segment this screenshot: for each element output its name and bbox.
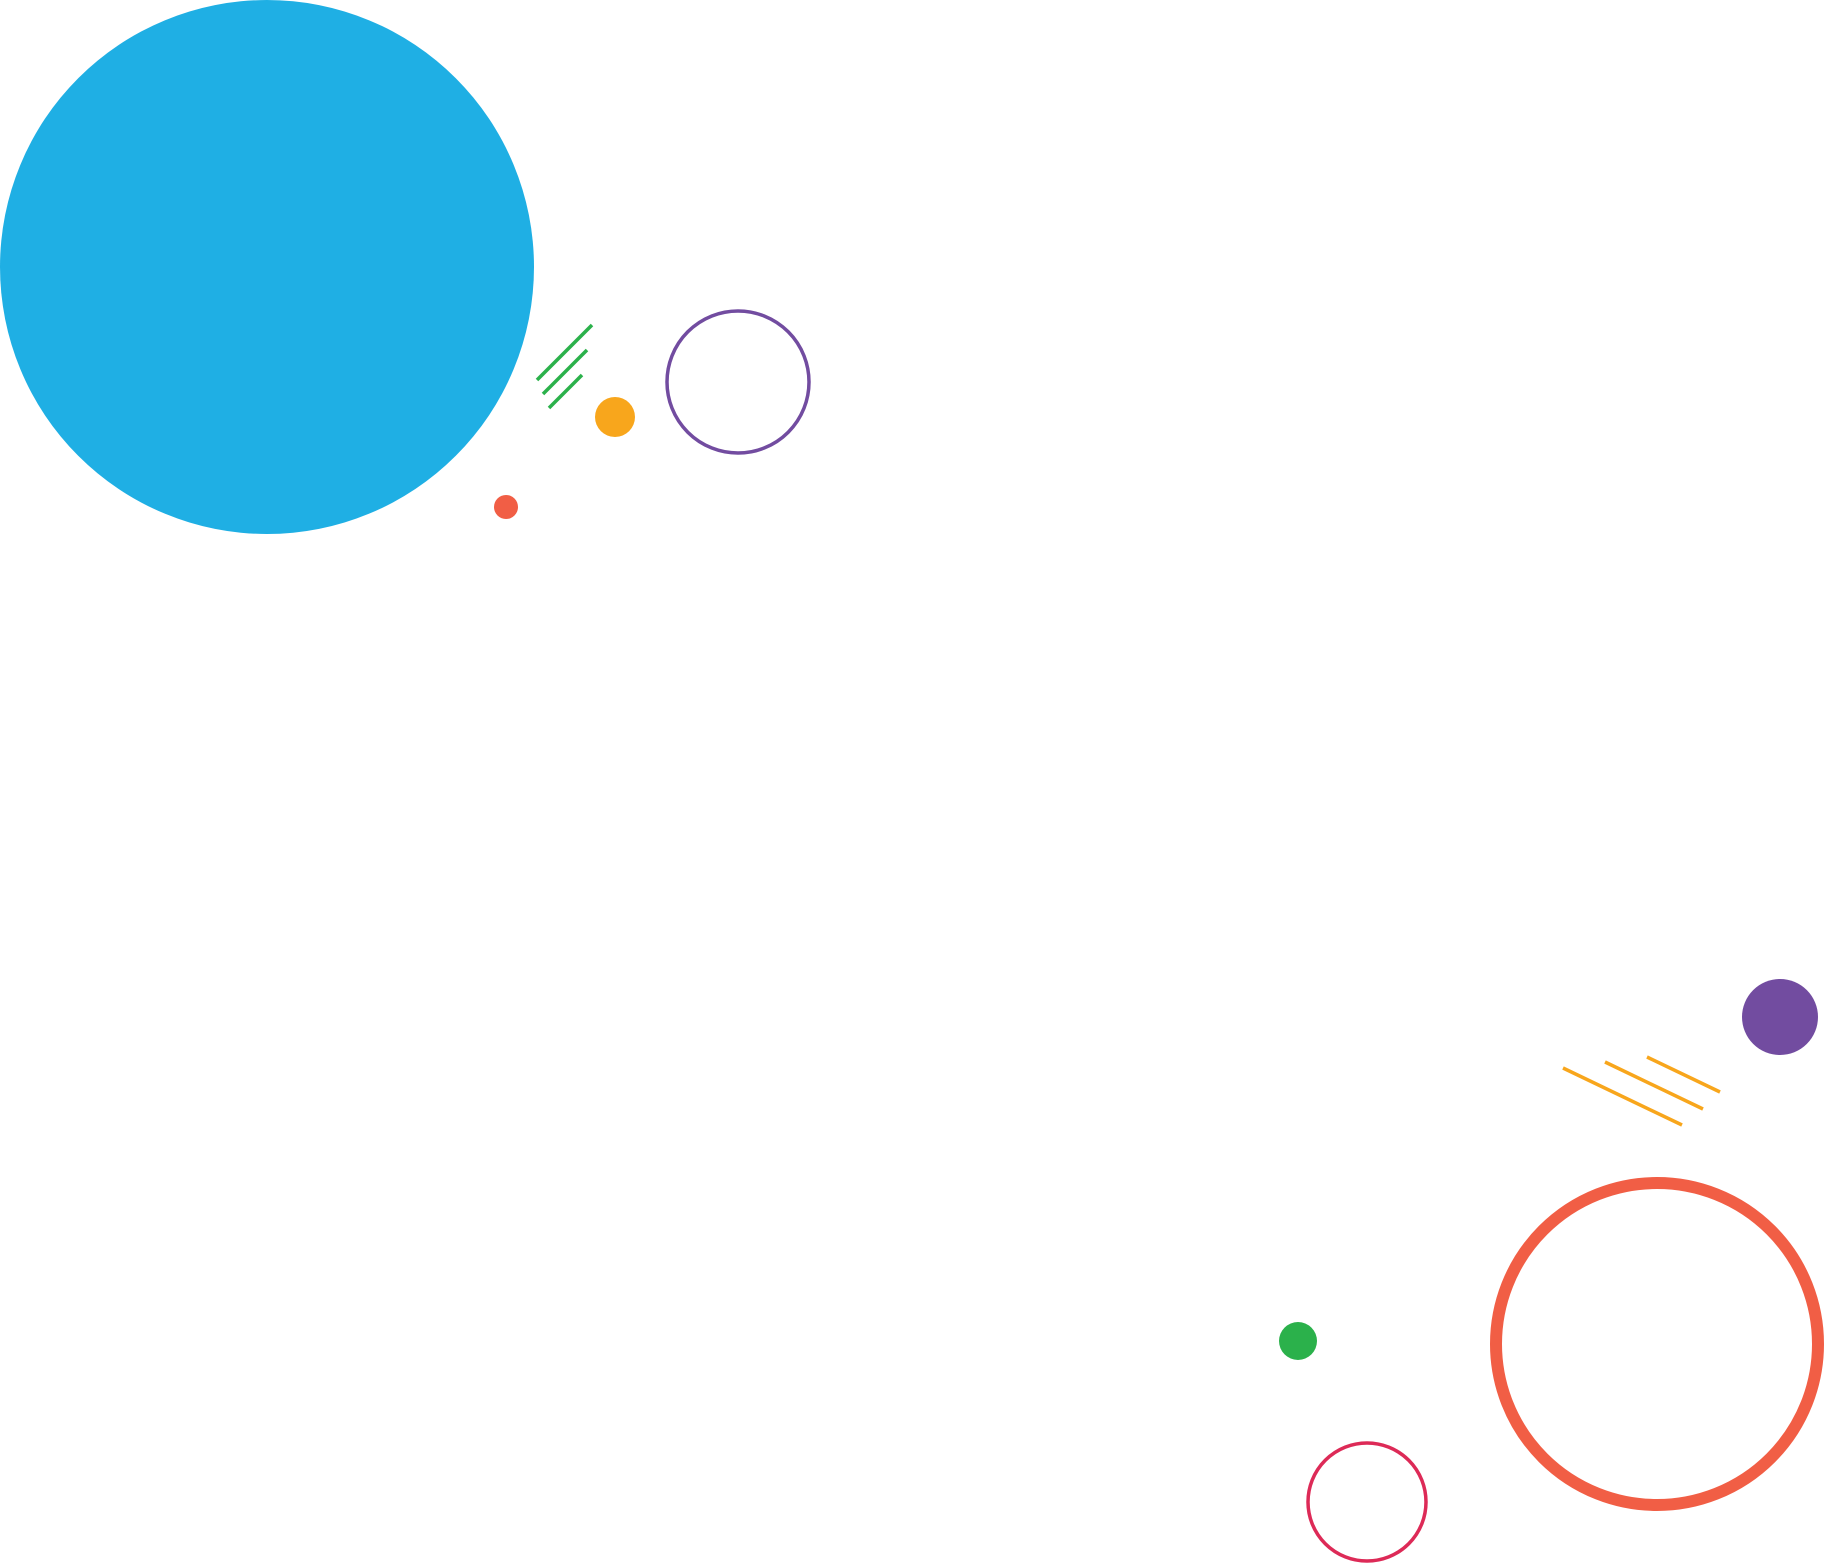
- large-blue-circle: [0, 0, 534, 534]
- purple-dot: [1742, 979, 1818, 1055]
- orange-stripe: [1604, 1060, 1704, 1111]
- crimson-ring: [1306, 1441, 1428, 1563]
- orange-dot: [595, 397, 635, 437]
- green-stripe: [541, 348, 589, 396]
- green-stripes: [535, 323, 594, 410]
- purple-ring: [665, 309, 811, 455]
- green-stripe: [535, 323, 594, 382]
- orange-stripe: [1562, 1066, 1683, 1127]
- coral-dot: [494, 495, 518, 519]
- green-dot: [1279, 1322, 1317, 1360]
- large-coral-ring: [1490, 1177, 1824, 1511]
- green-stripe: [547, 373, 584, 410]
- orange-stripes: [1562, 1055, 1721, 1127]
- orange-stripe: [1646, 1055, 1721, 1094]
